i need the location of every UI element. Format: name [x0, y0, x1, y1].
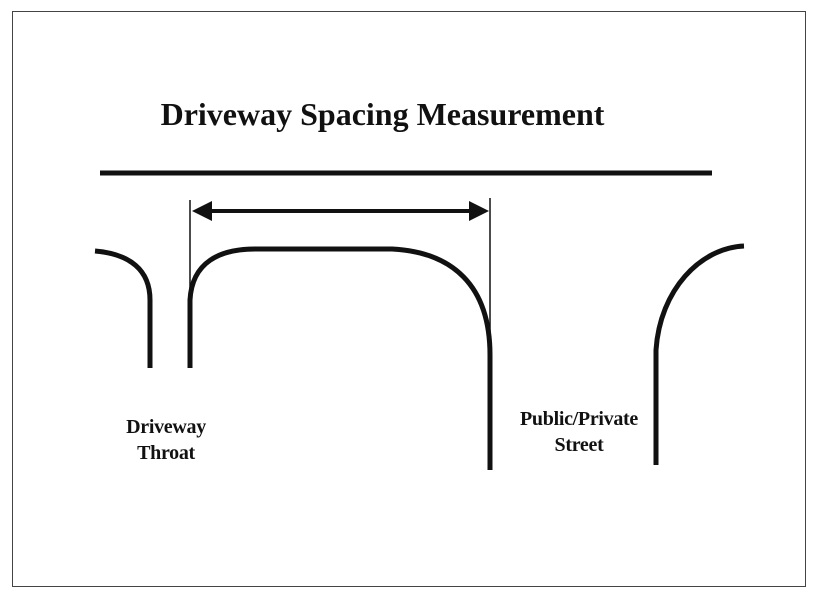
curb-center-block	[187, 246, 493, 470]
label-driveway-throat-line-1: Driveway	[126, 416, 206, 438]
curb-return-far-right	[653, 243, 745, 465]
spacing-measurement-arrow	[192, 201, 489, 221]
arrow-head-right	[469, 201, 489, 221]
label-driveway-throat: Driveway Throat	[96, 414, 236, 466]
diagram-frame	[12, 11, 806, 587]
label-street-line-1: Public/Private	[520, 408, 638, 430]
diagram-title: Driveway Spacing Measurement	[160, 96, 605, 132]
label-public-private-street: Public/Private Street	[494, 406, 664, 458]
label-street-line-2: Street	[554, 434, 604, 456]
curb-return-far-left	[94, 248, 153, 368]
label-driveway-throat-line-2: Throat	[137, 442, 195, 464]
arrow-head-left	[192, 201, 212, 221]
